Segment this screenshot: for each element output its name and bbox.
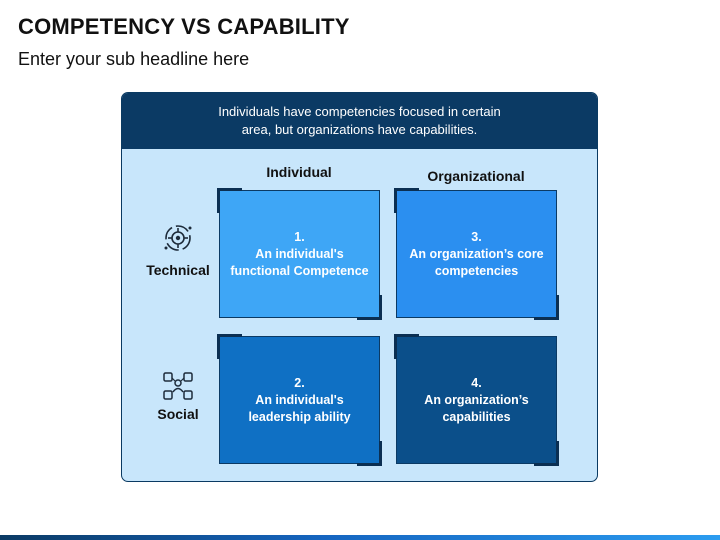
cell-social-organizational: 4. An organization’s capabilities: [394, 334, 559, 466]
corner-accent: [217, 334, 242, 359]
cell-text-line-2: capabilities: [442, 409, 511, 424]
row-label-social: Social: [157, 406, 199, 422]
corner-accent: [357, 295, 382, 320]
header-line-1: Individuals have competencies focused in…: [218, 104, 501, 119]
corner-accent: [357, 441, 382, 466]
social-network-icon: [163, 372, 193, 400]
corner-accent: [534, 441, 559, 466]
cell-text-line-1: An individual's: [255, 246, 344, 261]
cell-technical-organizational: 3. An organization’s core competencies: [394, 188, 559, 320]
cell-number: 2.: [294, 375, 305, 390]
cell-number: 4.: [471, 375, 482, 390]
corner-accent: [217, 188, 242, 213]
cell-text-line-1: An organization’s: [424, 392, 529, 407]
column-heading-individual: Individual: [266, 164, 332, 180]
cell-text-line-2: competencies: [434, 263, 519, 278]
cell-technical-individual: 1. An individual's functional Competence: [217, 188, 382, 320]
header-line-2: area, but organizations have capabilitie…: [241, 122, 478, 137]
corner-accent: [534, 295, 559, 320]
cell-number: 3.: [471, 229, 482, 244]
panel-header: Individuals have competencies focused in…: [122, 93, 597, 149]
cell-social-individual: 2. An individual's leadership ability: [217, 334, 382, 466]
cell-text-line-2: functional Competence: [230, 263, 369, 278]
gear-circuit-icon: [164, 225, 192, 251]
slide-title: COMPETENCY VS CAPABILITY: [18, 14, 350, 39]
row-label-technical: Technical: [146, 262, 210, 278]
corner-accent: [394, 188, 419, 213]
bottom-accent-bar: [0, 535, 720, 540]
cell-text-line-2: leadership ability: [248, 409, 351, 424]
cell-text-line-1: An individual's: [255, 392, 344, 407]
column-heading-organizational: Organizational: [427, 168, 525, 184]
cell-text-line-1: An organization’s core: [409, 246, 544, 261]
slide-subtitle: Enter your sub headline here: [18, 49, 250, 69]
cell-number: 1.: [294, 229, 305, 244]
corner-accent: [394, 334, 419, 359]
